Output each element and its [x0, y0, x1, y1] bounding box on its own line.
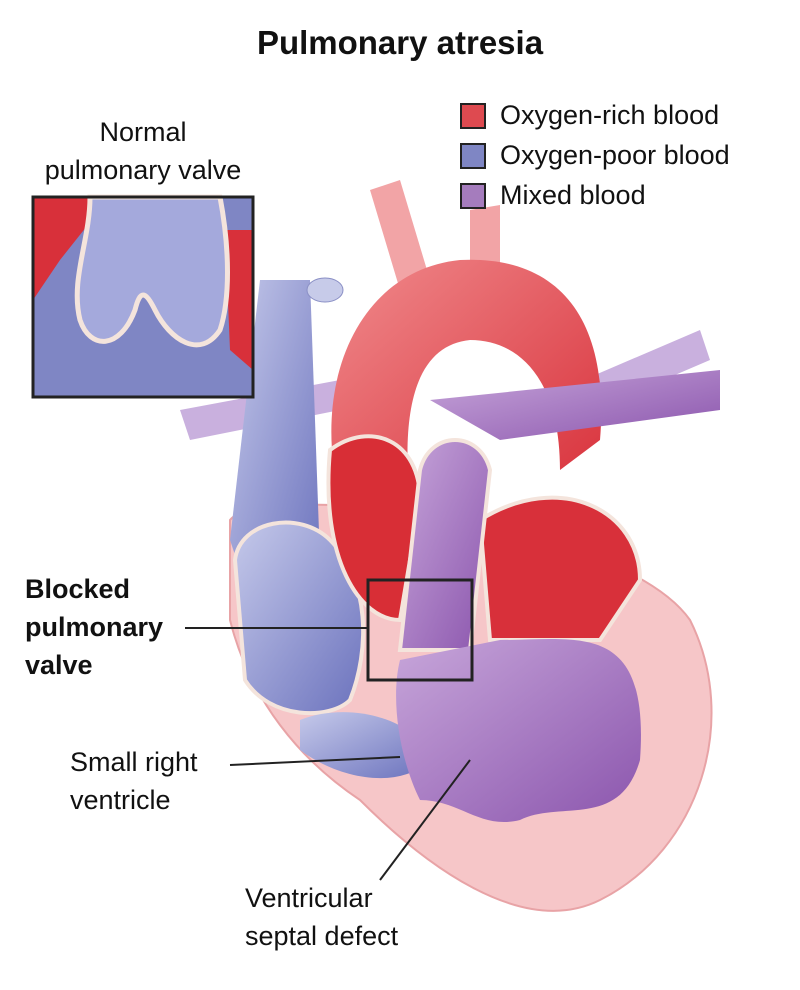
legend-swatch — [460, 142, 486, 169]
legend-item-mixed: Mixed blood — [460, 180, 646, 211]
pulmonary-artery — [430, 370, 720, 440]
page-title: Pulmonary atresia — [256, 24, 544, 61]
label-line: Blocked — [25, 574, 131, 604]
aortic-arch — [331, 259, 602, 500]
aorta-branches — [370, 180, 500, 290]
left-ventricle — [477, 495, 643, 642]
vena-cava-opening — [306, 277, 344, 303]
legend-label: Mixed blood — [500, 180, 646, 210]
label-line: pulmonary — [25, 612, 164, 642]
vsd-label: Ventricular septal defect — [245, 879, 398, 955]
left-atrium — [326, 434, 423, 623]
legend-swatch — [460, 102, 486, 129]
label-line: ventricle — [70, 785, 171, 815]
label-line: Normal — [99, 117, 187, 147]
normal-valve-leaflets — [74, 194, 230, 348]
blocked-valve-highlight — [366, 578, 474, 682]
label-line: valve — [25, 650, 93, 680]
vsd-leader — [379, 759, 471, 881]
legend-swatch — [460, 182, 486, 209]
right-atrium — [232, 520, 366, 716]
legend-label: Oxygen-poor blood — [500, 140, 730, 170]
label-line: pulmonary valve — [44, 155, 242, 185]
legend-label: Oxygen-rich blood — [500, 100, 720, 130]
label-line: Small right — [70, 747, 198, 777]
small-rv-label: Small right ventricle — [70, 743, 198, 819]
small-rv-leader — [229, 756, 401, 766]
ventricle-mixed — [396, 639, 641, 823]
label-line: Ventricular — [245, 883, 373, 913]
small-right-ventricle — [300, 712, 430, 779]
main-pulmonary-trunk — [397, 438, 493, 652]
normal-valve-inset — [31, 194, 255, 399]
normal-valve-label: Normal pulmonary valve — [0, 113, 286, 189]
legend-item-oxygen-poor: Oxygen-poor blood — [460, 140, 730, 171]
label-line: septal defect — [245, 921, 399, 951]
legend-item-oxygen-rich: Oxygen-rich blood — [460, 100, 719, 131]
blocked-valve-label: Blocked pulmonary valve — [25, 570, 163, 684]
